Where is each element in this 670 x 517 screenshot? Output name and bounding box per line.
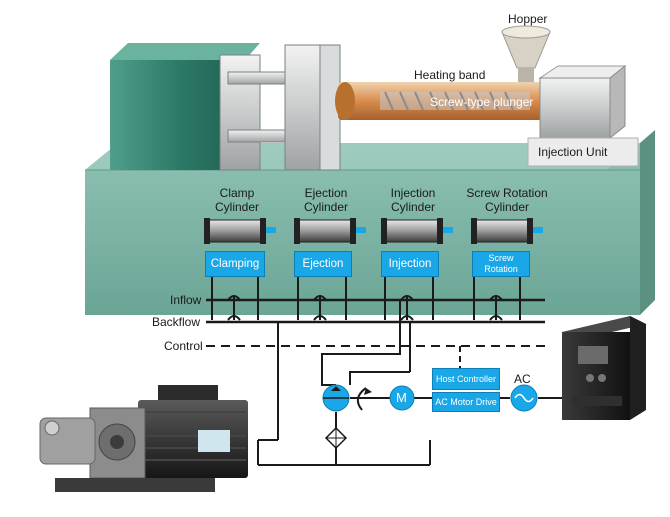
cylinder-clamp [204, 218, 276, 244]
motor-symbol-label: M [396, 390, 407, 405]
ac-motor-drive-box: AC Motor Drive [432, 392, 500, 412]
backflow-label: Backflow [152, 315, 201, 329]
screw-rotation-box: Screw Rotation [472, 251, 530, 277]
heating-band-label: Heating band [414, 68, 486, 82]
pump-symbol [322, 384, 372, 412]
hopper-label: Hopper [508, 12, 548, 26]
clamp-unit [110, 43, 341, 171]
cylinder-title-line2: Cylinder [303, 200, 348, 214]
control-label: Control [164, 339, 203, 353]
host-controller-box: Host Controller [432, 368, 500, 390]
cylinder-title-line2: Cylinder [214, 200, 259, 214]
hopper [501, 25, 551, 82]
ejection-box: Ejection [294, 251, 352, 277]
cylinder-screw-rotation [471, 218, 543, 244]
ac-source-symbol [510, 384, 538, 412]
cylinder-title-ejection: Ejection Cylinder [293, 186, 359, 214]
clamping-box: Clamping [205, 251, 265, 277]
injection-unit-label: Injection Unit [538, 145, 608, 159]
filter-symbol [324, 426, 348, 450]
cylinder-title-screw-rotation: Screw Rotation Cylinder [460, 186, 554, 214]
cylinder-title-line1: Screw Rotation [466, 186, 548, 200]
injection-box: Injection [381, 251, 439, 277]
screw-rotation-box-line1: Screw [488, 253, 514, 263]
cylinder-title-line1: Injection [390, 186, 436, 200]
screw-rotation-box-line2: Rotation [484, 264, 518, 274]
cylinder-title-line2: Cylinder [484, 200, 529, 214]
cylinder-title-injection: Injection Cylinder [380, 186, 446, 214]
cylinder-title-line2: Cylinder [390, 200, 435, 214]
cylinder-injection [381, 218, 453, 244]
servo-motor-pump [39, 385, 248, 492]
cylinder-title-line1: Clamp [219, 186, 255, 200]
hydraulic-lines [257, 300, 565, 466]
cylinder-ejection [294, 218, 366, 244]
cylinder-title-line1: Ejection [304, 186, 348, 200]
inflow-label: Inflow [170, 293, 202, 307]
ac-drive-unit [562, 316, 646, 420]
barrel [335, 82, 558, 120]
injection-unit-housing [527, 64, 639, 167]
cylinder-title-clamp: Clamp Cylinder [207, 186, 267, 214]
ac-label: AC [514, 372, 531, 386]
screw-plunger-label: Screw-type plunger [430, 95, 534, 109]
motor-symbol [389, 385, 415, 411]
